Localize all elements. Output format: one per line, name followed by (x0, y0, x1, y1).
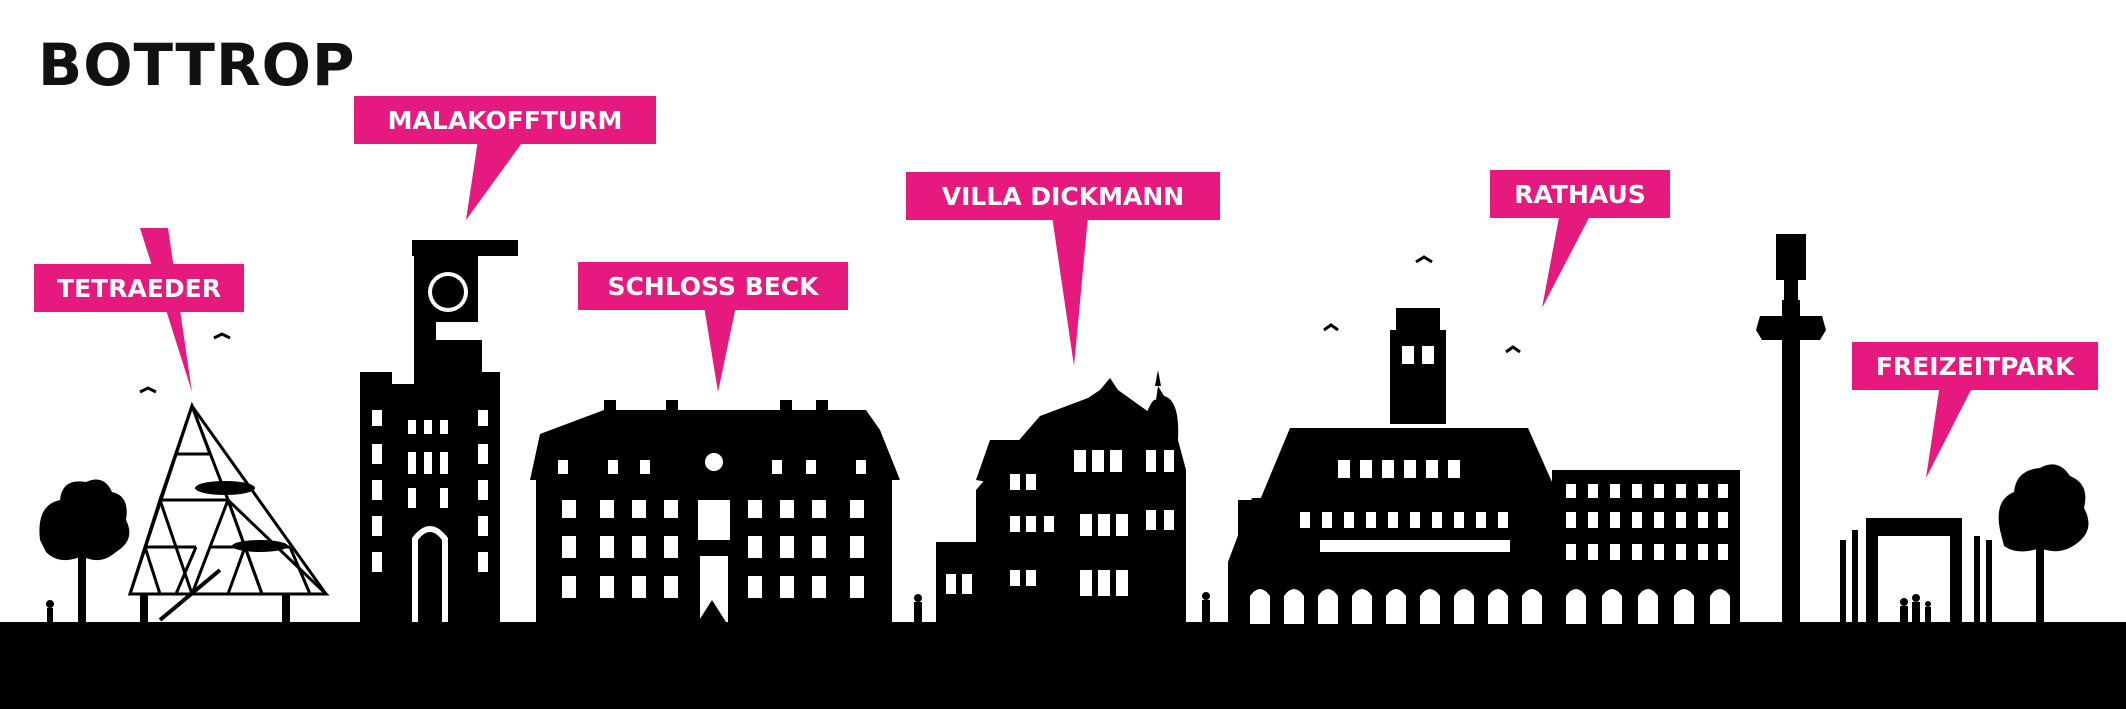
label-malakoffturm-text: MALAKOFFTURM (388, 106, 623, 135)
label-freizeitpark-pointer (1926, 384, 1974, 478)
label-freizeitpark-text: FREIZEITPARK (1876, 352, 2076, 381)
label-tetraeder-box (34, 264, 244, 312)
villa-dickmann-silhouette (936, 370, 1210, 624)
label-malakoffturm-pointer (466, 140, 524, 220)
label-rathaus-box (1490, 170, 1670, 218)
label-rathaus: RATHAUS (1490, 170, 1670, 308)
label-malakoffturm: MALAKOFFTURM (354, 96, 656, 220)
ground (0, 622, 2126, 709)
label-schloss-beck-pointer (704, 306, 736, 392)
label-schloss-beck-text: SCHLOSS BECK (607, 272, 820, 301)
tetraeder-silhouette (39, 332, 330, 624)
malakoffturm-silhouette (360, 240, 518, 624)
label-freizeitpark-box (1852, 342, 2098, 390)
label-tetraeder: TETRAEDER (34, 228, 244, 392)
rathaus-silhouette (1228, 255, 1740, 624)
label-villa-dickmann-box (906, 172, 1220, 220)
tv-tower-silhouette (1756, 234, 1826, 624)
schloss-beck-silhouette (530, 400, 922, 624)
label-freizeitpark: FREIZEITPARK (1852, 342, 2098, 478)
label-tetraeder-text: TETRAEDER (57, 274, 221, 303)
label-villa-dickmann-text: VILLA DICKMANN (942, 182, 1184, 211)
label-malakoffturm-box (354, 96, 656, 144)
label-schloss-beck: SCHLOSS BECK (578, 262, 848, 392)
freizeitpark-silhouette (1840, 464, 2089, 624)
label-villa-dickmann: VILLA DICKMANN (906, 172, 1220, 366)
page-title: BOTTROP (38, 31, 356, 99)
label-villa-dickmann-pointer (1052, 216, 1088, 366)
label-schloss-beck-box (578, 262, 848, 310)
label-rathaus-text: RATHAUS (1514, 180, 1646, 209)
label-rathaus-pointer (1542, 212, 1592, 308)
